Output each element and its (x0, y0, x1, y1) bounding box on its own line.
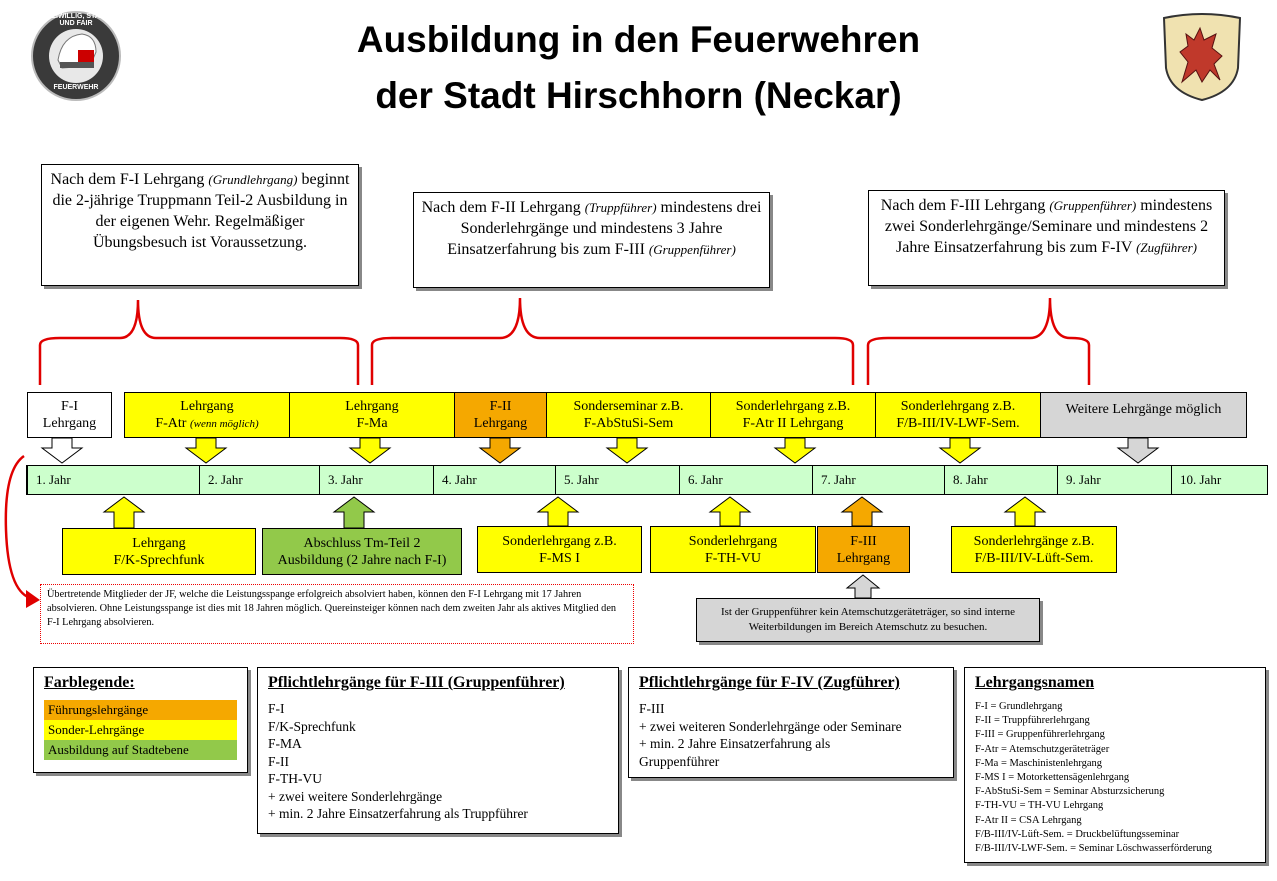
f3-requirements: Pflichtlehrgänge für F-III (Gruppenführe… (257, 667, 619, 834)
box-atr2: Sonderlehrgang z.B.F-Atr II Lehrgang (710, 392, 876, 438)
legend-sonder: Sonder-Lehrgänge (44, 720, 237, 740)
arrow-down-atr (184, 437, 228, 464)
logo-text-bottom: FEUERWEHR (53, 84, 99, 91)
f4-line: + min. 2 Jahre Einsatzerfahrung als (639, 736, 831, 751)
f3-title: Pflichtlehrgänge für F-III (Gruppenführe… (268, 674, 565, 691)
f3-line: F-II (268, 753, 289, 769)
legend-fuehrung: Führungslehrgänge (44, 700, 237, 720)
bracket-2 (370, 297, 855, 385)
color-legend: Farblegende: Führungslehrgänge Sonder-Le… (33, 667, 248, 773)
year-10: 10. Jahr (1171, 466, 1266, 494)
bracket-3 (866, 297, 1091, 385)
f4-line: Gruppenführer (639, 753, 720, 769)
arrow-up-f3 (840, 496, 884, 527)
arrow-down-atr2 (773, 437, 817, 464)
name-line: F-AbStuSi-Sem = Seminar Absturzsicherung (975, 786, 1165, 798)
arrow-down-abstusi (605, 437, 649, 464)
f3-line: F-MA (268, 736, 302, 751)
f3-line: + min. 2 Jahre Einsatzerfahrung als Trup… (268, 806, 528, 821)
f3-line: + zwei weitere Sonderlehrgänge (268, 788, 443, 804)
legend-stadt: Ausbildung auf Stadtebene (44, 740, 237, 760)
year-4: 4. Jahr (433, 466, 555, 494)
name-line: F-MS I = Motorkettensägenlehrgang (975, 772, 1130, 784)
arrow-up-ms (536, 496, 580, 527)
box-abstusi: Sonderseminar z.B.F-AbStuSi-Sem (546, 392, 711, 438)
note-f3: Nach dem F-III Lehrgang (Gruppenführer) … (868, 190, 1225, 286)
year-3: 3. Jahr (319, 466, 433, 494)
year-7: 7. Jahr (812, 466, 944, 494)
note-f1: Nach dem F-I Lehrgang (Grundlehrgang) be… (41, 164, 359, 286)
box-weitere: Weitere Lehrgänge möglich (1040, 392, 1247, 438)
arrow-up-atemschutz (845, 574, 881, 599)
f4-line: F-III (639, 701, 665, 716)
arrow-down-f2 (478, 437, 522, 464)
f4-title: Pflichtlehrgänge für F-IV (Zugführer) (639, 674, 900, 691)
legend-title: Farblegende: (44, 674, 135, 691)
atemschutz-note: Ist der Gruppenführer kein Atemschutzger… (696, 598, 1040, 642)
name-line: F-I = Grundlehrgang (975, 701, 1063, 712)
year-5: 5. Jahr (555, 466, 679, 494)
arrow-up-lueft (1003, 496, 1047, 527)
names-title: Lehrgangsnamen (975, 674, 1095, 691)
box-ms: Sonderlehrgang z.B.F-MS I (477, 526, 642, 573)
jf-hint: Übertretende Mitglieder der JF, welche d… (40, 584, 634, 644)
name-line: F-Ma = Maschinistenlehrgang (975, 757, 1103, 769)
arrow-down-weitere (1116, 437, 1160, 464)
hint-arrow-head (26, 590, 40, 608)
note-f2: Nach dem F-II Lehrgang (Truppführer) min… (413, 192, 770, 288)
logo-text-top: FREIWILLIG, STARK UND FAIR (42, 13, 110, 27)
name-line: F-III = Gruppenführerlehrgang (975, 729, 1105, 741)
box-lwf: Sonderlehrgang z.B.F/B-III/IV-LWF-Sem. (875, 392, 1041, 438)
feuerwehr-logo (31, 11, 121, 101)
name-line: F/B-III/IV-Lüft-Sem. = Druckbelüftungsse… (975, 828, 1180, 840)
name-line: F/B-III/IV-LWF-Sem. = Seminar Löschwasse… (975, 843, 1212, 855)
page-title-line2: der Stadt Hirschhorn (Neckar) (375, 75, 902, 116)
year-6: 6. Jahr (679, 466, 812, 494)
name-line: F-Atr = Atemschutzgeräteträger (975, 743, 1110, 755)
name-line: F-TH-VU = TH-VU Lehrgang (975, 800, 1104, 812)
coat-of-arms-icon (1162, 13, 1242, 102)
bracket-1 (38, 299, 360, 385)
timeline: 1. Jahr 2. Jahr 3. Jahr 4. Jahr 5. Jahr … (26, 465, 1268, 495)
name-line: F-Atr II = CSA Lehrgang (975, 814, 1082, 826)
year-8: 8. Jahr (944, 466, 1057, 494)
name-line: F-II = Truppführerlehrgang (975, 715, 1090, 727)
arrow-down-lwf (938, 437, 982, 464)
curved-hint-arrow (4, 454, 31, 600)
page-title-line1: Ausbildung in den Feuerwehren (356, 19, 921, 60)
arrow-up-tm (332, 496, 376, 529)
year-9: 9. Jahr (1057, 466, 1171, 494)
course-names: Lehrgangsnamen F-I = Grundlehrgang F-II … (964, 667, 1266, 863)
box-lueft: Sonderlehrgänge z.B.F/B-III/IV-Lüft-Sem. (951, 526, 1117, 573)
arrow-down-f1 (40, 437, 84, 464)
f3-line: F-TH-VU (268, 771, 322, 786)
arrow-up-sprechfunk (102, 496, 146, 529)
year-2: 2. Jahr (199, 466, 319, 494)
year-1: 1. Jahr (27, 466, 199, 494)
f3-line: F/K-Sprechfunk (268, 718, 356, 734)
arrow-up-thvu (708, 496, 752, 527)
f4-line: + zwei weiteren Sonderlehrgänge oder Sem… (639, 718, 902, 734)
f3-line: F-I (268, 701, 285, 716)
f4-requirements: Pflichtlehrgänge für F-IV (Zugführer) F-… (628, 667, 954, 778)
arrow-down-ma (348, 437, 392, 464)
